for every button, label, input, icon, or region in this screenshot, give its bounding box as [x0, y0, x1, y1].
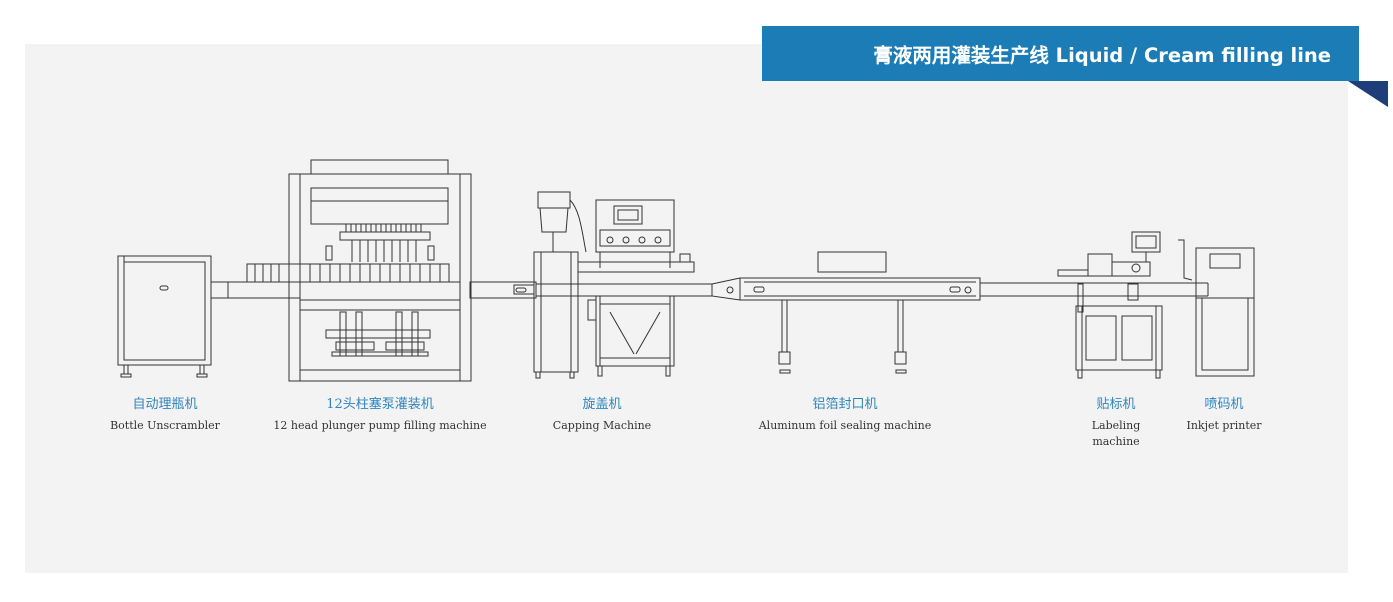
caption-capping-machine: 旋盖机 Capping Machine — [553, 396, 651, 434]
filling-machine-drawing — [246, 159, 472, 382]
labeling-machine-drawing — [1057, 231, 1163, 379]
caption-cn: 旋盖机 — [582, 397, 622, 412]
caption-cn: 喷码机 — [1204, 397, 1244, 412]
foil-sealing-drawing — [711, 251, 981, 374]
line-title: 膏液两用灌装生产线 Liquid / Cream filling line — [873, 44, 1331, 67]
line-title-banner: 膏液两用灌装生产线 Liquid / Cream filling line — [762, 26, 1359, 81]
caption-en: 12 head plunger pump filling machine — [273, 419, 487, 432]
caption-en: Capping Machine — [552, 419, 652, 432]
caption-en: Aluminum foil sealing machine — [758, 419, 932, 432]
main-conveyor — [227, 281, 1209, 299]
caption-cn: 贴标机 — [1096, 397, 1136, 412]
caption-en: Bottle Unscrambler — [110, 419, 220, 432]
caption-cn: 铝箔封口机 — [812, 397, 878, 412]
caption-cn: 自动理瓶机 — [132, 397, 198, 412]
inkjet-printer-drawing — [1178, 239, 1255, 377]
caption-bottle-unscrambler: 自动理瓶机 Bottle Unscrambler — [110, 396, 220, 434]
caption-filling-machine: 12头柱塞泵灌装机 12 head plunger pump filling m… — [273, 396, 486, 434]
bottle-unscrambler-drawing — [117, 255, 228, 378]
caption-labeling-machine: 贴标机 Labeling machine — [1081, 396, 1151, 450]
caption-inkjet-printer: 喷码机 Inkjet printer — [1186, 396, 1261, 434]
caption-cn: 12头柱塞泵灌装机 — [326, 397, 434, 412]
diagram-panel — [25, 44, 1348, 573]
caption-en: Labeling machine — [1091, 419, 1141, 448]
caption-foil-sealing-machine: 铝箔封口机 Aluminum foil sealing machine — [759, 396, 932, 434]
caption-en: Inkjet printer — [1186, 419, 1262, 432]
banner-fold-corner — [1348, 81, 1388, 107]
capping-machine-drawing — [533, 191, 695, 379]
